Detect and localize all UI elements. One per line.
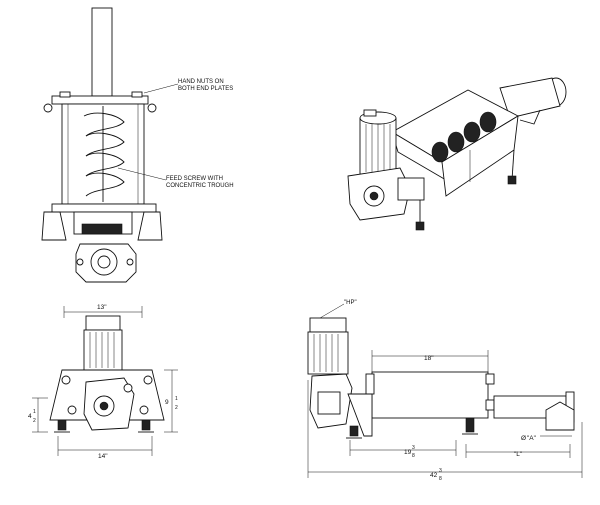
hp-leader bbox=[319, 303, 345, 319]
dim-inlet-den: 8 bbox=[412, 453, 415, 459]
end-view: 13" 14" 4 bbox=[28, 304, 178, 460]
dim-height-right-whole: 9 bbox=[165, 399, 169, 406]
motor-top bbox=[85, 315, 121, 331]
dim-length-L: "L" bbox=[514, 451, 523, 458]
bolt-top-left bbox=[43, 103, 53, 113]
dim-height-right-num: 1 bbox=[175, 396, 178, 402]
dia-symbol: Ø bbox=[521, 435, 526, 442]
hand-nuts-label-line2: BOTH END PLATES bbox=[178, 86, 233, 92]
bottom-frame bbox=[51, 203, 157, 213]
dim-overall-num: 3 bbox=[439, 468, 442, 474]
side-motor-body bbox=[307, 331, 349, 375]
dim-overall-whole: 42 bbox=[430, 472, 438, 479]
hand-nut-left bbox=[59, 91, 71, 98]
feed-screw-label-line2: CONCENTRIC TROUGH bbox=[166, 183, 234, 189]
leg-left bbox=[41, 211, 67, 241]
coupling bbox=[81, 223, 123, 235]
dim-outlet-dia: "A" bbox=[527, 435, 537, 442]
outlet-chute bbox=[545, 401, 575, 431]
hand-nuts-label-line1: HAND NUTS ON bbox=[178, 79, 224, 85]
iso-screw bbox=[431, 111, 497, 163]
dim-trough-length: 18" bbox=[424, 355, 434, 362]
dim-inlet-num: 3 bbox=[412, 445, 415, 451]
dim-width-top: 13" bbox=[97, 304, 107, 311]
feed-screw-leader bbox=[117, 167, 167, 181]
dim-height-left-whole: 4 bbox=[28, 413, 32, 420]
motor-body bbox=[83, 329, 123, 371]
dim-height-left-den: 2 bbox=[33, 418, 36, 424]
feed-screw-label-line1: FEED SCREW WITH bbox=[166, 176, 223, 182]
front-section-view: HAND NUTS ON BOTH END PLATES FEED SCREW … bbox=[41, 7, 234, 283]
side-view: "HP" 18" bbox=[307, 300, 583, 482]
bolt-top-right bbox=[147, 103, 157, 113]
isometric-view bbox=[347, 77, 567, 231]
hand-nut-right bbox=[131, 91, 143, 98]
inlet-pipe bbox=[91, 7, 113, 97]
dim-width-base: 14" bbox=[98, 453, 108, 460]
hand-nuts-leader bbox=[143, 83, 179, 94]
dim-height-left-num: 1 bbox=[33, 409, 36, 415]
hp-label: "HP" bbox=[344, 300, 357, 306]
dim-inlet-whole: 19 bbox=[404, 449, 412, 456]
side-motor-top bbox=[309, 317, 347, 333]
side-trough bbox=[371, 371, 489, 419]
dim-height-right-den: 2 bbox=[175, 405, 178, 411]
screw-flights bbox=[83, 112, 125, 197]
dim-overall-den: 8 bbox=[439, 476, 442, 482]
leg-right bbox=[137, 211, 163, 241]
